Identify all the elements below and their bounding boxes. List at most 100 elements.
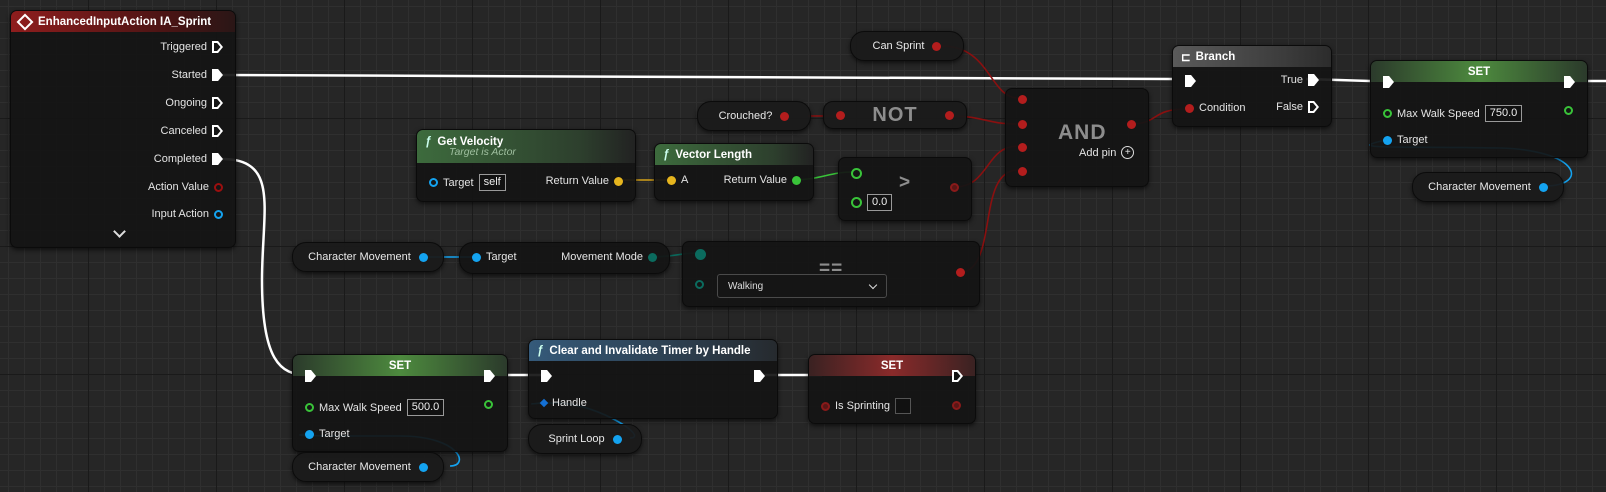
object-pin-icon <box>214 209 223 219</box>
pin-handle[interactable]: Handle <box>539 397 587 409</box>
max-walk-speed-input[interactable]: 500.0 <box>406 399 445 416</box>
pin-label: False <box>1276 101 1303 113</box>
exec-out-pin-icon[interactable] <box>952 370 963 382</box>
is-sprinting-checkbox[interactable] <box>895 398 912 414</box>
sprint-loop-variable[interactable]: Sprint Loop <box>528 424 642 454</box>
pin-label: Triggered <box>160 41 207 53</box>
bool-input-pin-icon[interactable] <box>1018 143 1027 152</box>
float-input-pin-icon[interactable] <box>851 168 862 179</box>
bool-output-pin-icon[interactable] <box>956 268 965 277</box>
float-output-pin-icon[interactable] <box>1564 106 1573 115</box>
object-pin-icon <box>418 462 428 472</box>
max-walk-speed-input[interactable]: 750.0 <box>1484 105 1523 122</box>
exec-pin-icon <box>212 125 223 137</box>
pin-movement-mode[interactable]: Movement Mode <box>561 251 657 263</box>
variable-label: Sprint Loop <box>548 433 605 445</box>
pin-target[interactable]: Target self <box>429 174 506 191</box>
character-movement-variable[interactable]: Character Movement <box>292 452 444 482</box>
exec-out-pin-icon[interactable] <box>754 370 765 382</box>
pin-action-value[interactable]: Action Value <box>148 181 223 193</box>
exec-out-pin-icon[interactable] <box>1564 76 1575 88</box>
pin-a[interactable]: A <box>667 174 688 186</box>
movement-mode-node[interactable]: Target Movement Mode <box>459 242 670 274</box>
not-node[interactable]: NOT <box>823 101 967 129</box>
pin-true[interactable]: True <box>1281 74 1319 86</box>
movement-mode-dropdown[interactable]: Walking <box>717 274 887 298</box>
exec-in-pin-icon[interactable] <box>1185 75 1196 87</box>
node-subtitle: Target is Actor <box>449 145 516 158</box>
crouched-variable[interactable]: Crouched? <box>697 101 811 131</box>
pin-label: Is Sprinting <box>835 400 891 412</box>
pin-canceled[interactable]: Canceled <box>161 125 223 137</box>
bool-output-pin-icon[interactable] <box>952 401 961 410</box>
bool-input-pin-icon[interactable] <box>836 110 845 120</box>
pin-is-sprinting[interactable]: Is Sprinting <box>821 398 912 414</box>
chevron-down-icon[interactable] <box>113 225 126 238</box>
pin-target[interactable]: Target <box>472 251 517 263</box>
pin-ongoing[interactable]: Ongoing <box>165 97 223 109</box>
node-title: Vector Length <box>675 148 753 161</box>
compare-value-input[interactable]: 0.0 <box>867 194 893 211</box>
enhanced-input-action-node[interactable]: EnhancedInputAction IA_Sprint Triggered … <box>10 10 236 248</box>
exec-in-pin-icon[interactable] <box>1383 76 1394 88</box>
exec-pin-icon <box>212 153 223 165</box>
exec-pin-icon <box>1308 101 1319 113</box>
greater-than-node[interactable]: 0.0 > <box>838 157 972 221</box>
exec-out-pin-icon[interactable] <box>484 370 495 382</box>
pin-label: Completed <box>153 153 207 165</box>
equals-enum-node[interactable]: == Walking <box>682 241 980 307</box>
bool-output-pin-icon[interactable] <box>945 110 954 120</box>
enum-input-pin-icon[interactable] <box>695 249 706 260</box>
add-pin-button[interactable]: Add pin+ <box>1079 146 1135 159</box>
branch-node[interactable]: ⊏Branch True Condition False <box>1172 45 1332 127</box>
character-movement-variable[interactable]: Character Movement <box>1412 172 1564 202</box>
bool-input-pin-icon[interactable] <box>1018 120 1027 129</box>
node-header: ⊏Branch <box>1173 46 1331 67</box>
variable-label: Character Movement <box>308 461 411 473</box>
bool-input-pin-icon[interactable] <box>1018 95 1027 104</box>
pin-input-action[interactable]: Input Action <box>152 208 223 220</box>
node-header: EnhancedInputAction IA_Sprint <box>11 11 235 32</box>
enum-input-pin-icon[interactable] <box>695 280 704 289</box>
pin-label: Action Value <box>148 181 209 193</box>
pin-return-value[interactable]: Return Value <box>546 175 623 187</box>
pin-label: Target <box>443 176 474 189</box>
pin-started[interactable]: Started <box>172 69 223 81</box>
struct-pin-icon <box>612 434 622 444</box>
pin-false[interactable]: False <box>1276 101 1319 113</box>
bool-output-pin-icon[interactable] <box>950 183 959 192</box>
bool-output-pin-icon[interactable] <box>1127 120 1136 129</box>
target-value-field[interactable]: self <box>478 174 506 191</box>
pin-triggered[interactable]: Triggered <box>160 41 223 53</box>
pin-b[interactable]: 0.0 <box>851 194 893 211</box>
pin-target[interactable]: Target <box>305 428 350 440</box>
character-movement-variable[interactable]: Character Movement <box>292 242 444 272</box>
and-node[interactable]: AND Add pin+ <box>1005 88 1149 187</box>
object-pin-icon <box>1538 182 1548 192</box>
float-pin-icon <box>792 175 801 185</box>
exec-pin-icon <box>212 69 223 81</box>
bool-input-pin-icon[interactable] <box>1018 167 1027 176</box>
can-sprint-variable[interactable]: Can Sprint <box>850 31 964 61</box>
pin-label: Started <box>171 69 207 81</box>
exec-in-pin-icon[interactable] <box>541 370 552 382</box>
pin-label: Target <box>319 428 350 440</box>
pin-label: Canceled <box>160 125 207 137</box>
exec-in-pin-icon[interactable] <box>305 370 316 382</box>
float-pin-icon <box>851 197 862 208</box>
pin-completed[interactable]: Completed <box>154 153 223 165</box>
pin-target[interactable]: Target <box>1383 134 1428 146</box>
set-is-sprinting-node[interactable]: SET Is Sprinting <box>808 354 976 424</box>
pin-condition[interactable]: Condition <box>1185 102 1245 114</box>
float-output-pin-icon[interactable] <box>484 400 493 409</box>
pin-return-value[interactable]: Return Value <box>724 174 801 186</box>
object-pin-icon <box>429 178 438 187</box>
